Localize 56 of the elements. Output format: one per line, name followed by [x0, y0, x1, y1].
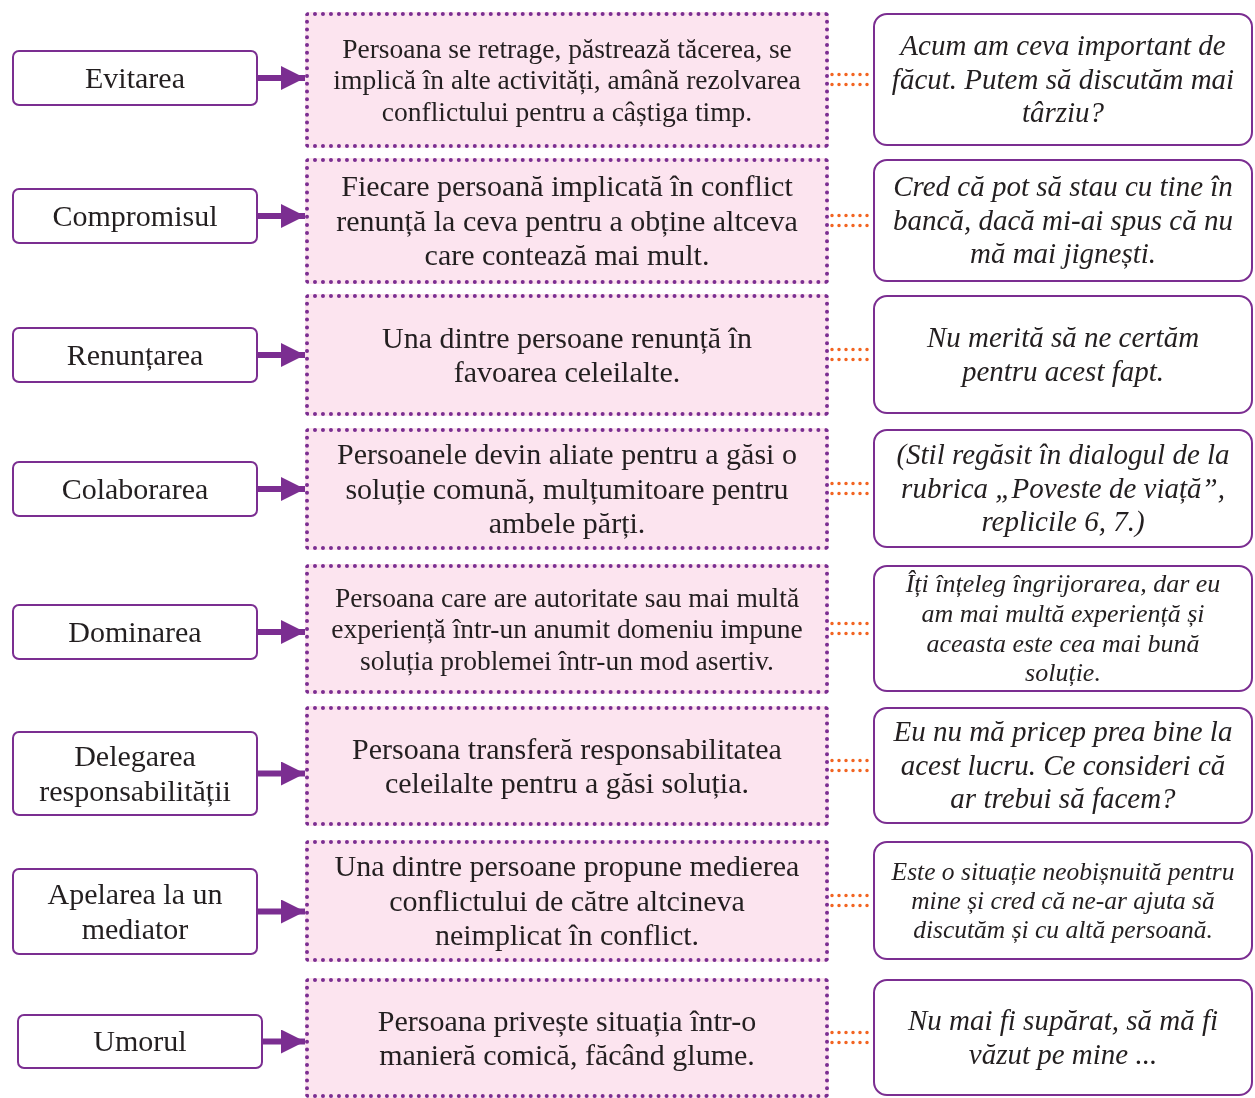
- example-box: [873, 13, 1253, 146]
- description-text: Fiecare persoană implicată în conflict renunță la ceva pentru a obține altceva care contează mai mult.: [335, 169, 799, 273]
- arrow: [258, 620, 305, 644]
- term-label: Apelarea la un mediator: [46, 877, 224, 946]
- term-box: [12, 50, 258, 106]
- description-box: [305, 294, 829, 416]
- example-quote: Nu merită să ne certăm pentru acest fapt.: [925, 321, 1201, 388]
- term-label: Colaborarea: [61, 471, 209, 507]
- term-label: Renunțarea: [66, 337, 204, 373]
- description-box: [305, 978, 829, 1098]
- description-box: [305, 428, 829, 550]
- term-label: Evitarea: [85, 60, 185, 96]
- example-quote: Cred că pot să stau cu tine în bancă, dacă mi-ai spus că nu mă mai jignești.: [892, 170, 1234, 271]
- term-label: Dominarea: [68, 614, 202, 650]
- description-text: Persoana transferă responsabilitatea celeilalte pentru a găsi soluția.: [351, 731, 783, 801]
- example-box: [873, 429, 1253, 548]
- arrow: [258, 204, 305, 228]
- example-quote: Acum am ceva important de făcut. Putem să discutăm mai târziu?: [891, 29, 1235, 130]
- example-quote: Este o situație neobișnuită pentru mine și cred că ne-ar ajuta să discutăm și cu altă persoană.: [891, 856, 1235, 945]
- example-quote: (Stil regăsit în dialogul de la rubrica „Poveste de viață”, replicile 6, 7.): [895, 438, 1231, 539]
- arrow: [263, 1029, 305, 1054]
- arrow: [258, 343, 305, 367]
- example-quote: Eu nu mă pricep prea bine la acest lucru. Ce consideri că ar trebui să facem?: [892, 715, 1234, 816]
- example-box: [873, 295, 1253, 414]
- arrow: [258, 66, 305, 90]
- arrow: [258, 761, 305, 786]
- term-label: Umorul: [93, 1024, 187, 1059]
- description-box: [305, 564, 829, 694]
- description-text: Persoana privește situația într-o manieră comică, făcând glume.: [376, 1003, 758, 1073]
- term-box: [12, 604, 258, 660]
- description-box: [305, 12, 829, 148]
- term-box: [12, 188, 258, 244]
- description-text: Una dintre persoane renunță în favoarea celeilalte.: [381, 320, 753, 390]
- example-quote: Îți înțeleg îngrijorarea, dar eu am mai multă experiență și aceasta este cea mai bună soluție.: [904, 568, 1222, 689]
- term-box: [17, 1014, 263, 1069]
- description-text: Persoanele devin aliate pentru a găsi o soluție comună, mulțumitoare pentru ambele părți.: [336, 437, 798, 541]
- term-box: [12, 731, 258, 816]
- example-box: [873, 707, 1253, 824]
- description-box: [305, 840, 829, 962]
- description-text: Una dintre persoane propune medierea conflictului de către altcineva neimplicat în conflict.: [333, 849, 801, 953]
- arrow: [258, 899, 305, 924]
- example-box: [873, 979, 1253, 1096]
- description-text: Persoana se retrage, păstrează tăcerea, se implică în alte activități, amână rezolvarea conflictului pentru a câștiga timp.: [332, 32, 802, 128]
- arrow: [258, 477, 305, 501]
- term-box: [12, 461, 258, 517]
- term-label: Delegarea responsabilității: [38, 739, 232, 808]
- term-label: Compromisul: [52, 198, 218, 234]
- description-text: Persoana care are autoritate sau mai multă experiență într-un anumit domeniu impune soluția problemei într-un mod asertiv.: [331, 581, 803, 677]
- description-box: [305, 158, 829, 284]
- term-box: [12, 327, 258, 383]
- description-box: [305, 706, 829, 826]
- example-box: [873, 565, 1253, 692]
- example-box: [873, 159, 1253, 282]
- example-quote: Nu mai fi supărat, să mă fi văzut pe mine ...: [906, 1004, 1220, 1071]
- term-box: [12, 868, 258, 955]
- example-box: [873, 841, 1253, 960]
